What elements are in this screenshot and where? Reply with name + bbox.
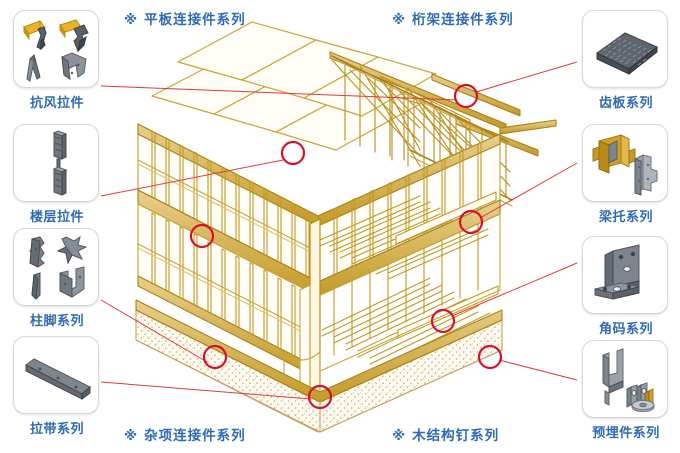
product-thumbnail[interactable] — [13, 10, 99, 88]
product-card-label: 抗风拉件 — [29, 95, 84, 110]
asterisk-mark-icon: ※ — [124, 12, 139, 27]
section-caption-label: 平板连接件系列 — [144, 12, 246, 27]
product-card-nail-plate[interactable]: 齿板系列 — [582, 10, 670, 111]
product-card-post-base[interactable]: 柱脚系列 — [13, 228, 101, 329]
product-card-joist-hanger[interactable]: 梁托系列 — [582, 124, 670, 225]
product-thumbnail[interactable] — [582, 236, 668, 314]
angle-bracket-icon — [594, 244, 640, 300]
product-thumbnail[interactable] — [582, 340, 668, 418]
asterisk-mark-icon: ※ — [124, 428, 139, 443]
product-thumbnail[interactable] — [13, 124, 99, 202]
product-card-label: 楼层拉件 — [29, 209, 84, 224]
asterisk-mark-icon: ※ — [392, 428, 407, 443]
embed-anchor-icon — [602, 348, 655, 413]
section-caption-truss: ※ 桁架连接件系列 — [392, 8, 514, 28]
product-card-embedded-parts[interactable]: 预埋件系列 — [582, 340, 670, 441]
section-caption-misc: ※ 杂项连接件系列 — [124, 424, 246, 444]
strap-plate-icon — [25, 358, 91, 400]
product-card-label: 预埋件系列 — [592, 425, 660, 440]
product-card-angle-bracket[interactable]: 角码系列 — [582, 236, 670, 337]
section-caption-label: 木结构钉系列 — [412, 428, 500, 443]
section-caption-flat-plate: ※ 平板连接件系列 — [124, 8, 246, 28]
floor-strap-icon — [52, 130, 68, 196]
section-caption-label: 杂项连接件系列 — [144, 428, 246, 443]
section-caption-label: 桁架连接件系列 — [412, 12, 514, 27]
product-card-label: 梁托系列 — [598, 209, 653, 224]
product-thumbnail[interactable] — [13, 228, 99, 306]
product-thumbnail[interactable] — [13, 336, 99, 414]
hurricane-tie-icon — [23, 19, 89, 82]
product-card-tension-strap[interactable]: 拉带系列 — [13, 336, 101, 437]
product-card-label: 拉带系列 — [29, 421, 84, 436]
toothed-plate-icon — [596, 32, 658, 76]
product-card-wind-tie[interactable]: 抗风拉件 — [13, 10, 101, 111]
product-thumbnail[interactable] — [582, 124, 668, 202]
product-card-label: 齿板系列 — [598, 95, 653, 110]
product-thumbnail[interactable] — [582, 10, 668, 88]
product-card-floor-tie[interactable]: 楼层拉件 — [13, 124, 101, 225]
joist-hanger-icon — [592, 134, 658, 196]
product-card-label: 柱脚系列 — [29, 313, 84, 328]
product-card-label: 角码系列 — [598, 321, 653, 336]
asterisk-mark-icon: ※ — [392, 12, 407, 27]
section-caption-nails: ※ 木结构钉系列 — [392, 424, 499, 444]
post-base-icon — [29, 235, 88, 301]
